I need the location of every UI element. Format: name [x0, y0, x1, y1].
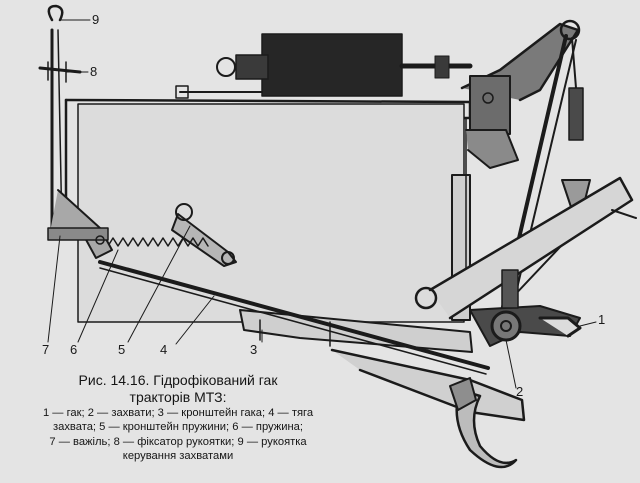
callout-1: 1 — [598, 312, 606, 327]
hydraulic-cylinder — [175, 33, 473, 99]
callout-2: 2 — [516, 384, 524, 399]
spring — [107, 237, 209, 247]
upper-linkage — [460, 19, 591, 229]
grip-rod — [98, 260, 490, 375]
legend-line: 7 — важіль; 8 — фіксатор рукоятки; 9 — р… — [49, 435, 307, 448]
tractor-frame — [64, 98, 472, 323]
callout-6: 6 — [70, 342, 78, 357]
hook-assembly — [469, 269, 582, 347]
callout-9: 9 — [92, 12, 100, 27]
legend-line: 1 — гак; 2 — захвати; 3 — кронштейн гака… — [42, 407, 314, 419]
drawbar — [414, 176, 637, 320]
callout-leaders — [47, 19, 597, 389]
figure-title-line-1: Рис. 14.16. Гідрофікований гак — [78, 372, 278, 388]
figure-title-line-2: тракторів МТЗ: — [129, 389, 227, 405]
callout-4: 4 — [160, 342, 168, 357]
figure-caption: Рис. 14.16. Гідрофікований гак тракторів… — [28, 372, 328, 406]
callout-3: 3 — [250, 342, 258, 357]
legend-line: захвата; 5 — кронштейн пружини; 6 — пруж… — [52, 421, 304, 434]
legend-line: керування захватами — [122, 450, 234, 463]
callout-7: 7 — [42, 342, 50, 357]
figure-legend: 1 — гак; 2 — захвати; 3 — кронштейн гака… — [0, 406, 356, 464]
control-lever — [38, 4, 113, 259]
callout-5: 5 — [118, 342, 126, 357]
callout-8: 8 — [90, 64, 98, 79]
